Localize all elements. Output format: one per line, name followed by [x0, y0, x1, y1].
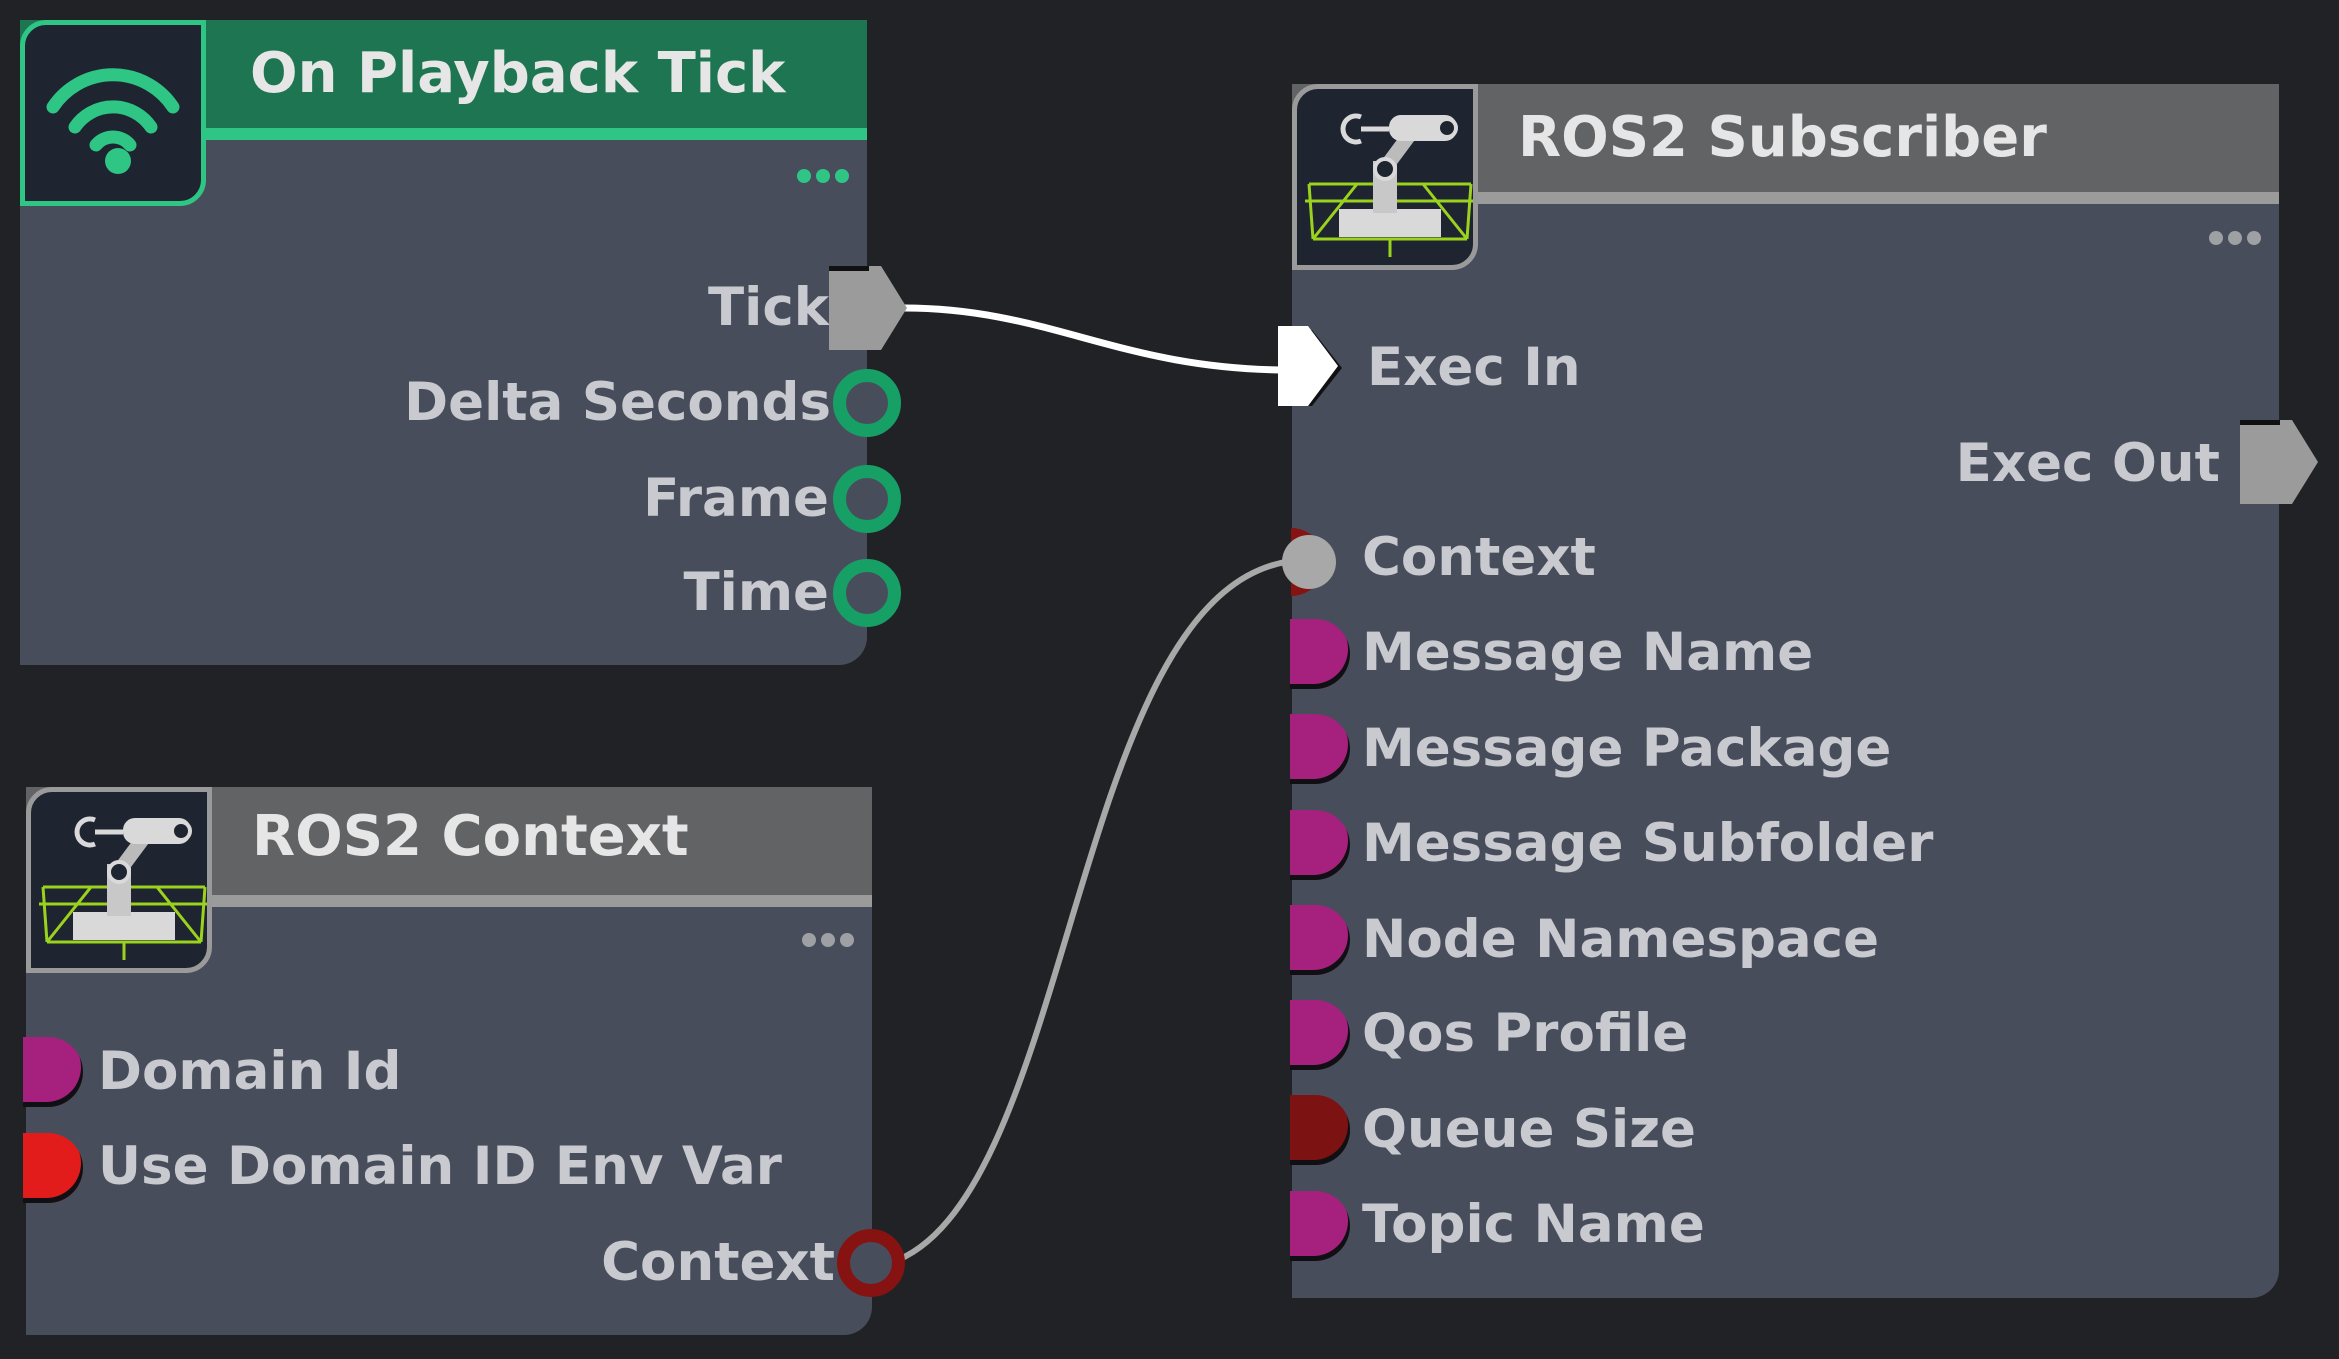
- port-label-queue-size: Queue Size: [1362, 1099, 1696, 1160]
- port-label-message-subfolder: Message Subfolder: [1362, 813, 1934, 874]
- port-label-topic-name: Topic Name: [1362, 1194, 1705, 1255]
- ros2-context-node[interactable]: ROS2 Context Domain Id Use Domain ID Env…: [26, 787, 872, 1335]
- port-label-qos-profile: Qos Profile: [1362, 1003, 1689, 1064]
- context-wire[interactable]: [889, 557, 1309, 1266]
- port-label-node-namespace: Node Namespace: [1362, 909, 1880, 970]
- port-label-message-package: Message Package: [1362, 718, 1892, 779]
- context-output-pin[interactable]: [837, 1229, 905, 1297]
- exec-wire[interactable]: [903, 304, 1291, 374]
- domain-id-input-pin[interactable]: [23, 1037, 83, 1107]
- time-output-pin[interactable]: [833, 559, 901, 627]
- tick-exec-output-pin[interactable]: [829, 266, 907, 350]
- ros-robot-arm-icon: [1292, 84, 1478, 270]
- node-menu-button[interactable]: [797, 169, 849, 183]
- port-label-context: Context: [601, 1232, 835, 1293]
- use-domain-id-env-var-input-pin[interactable]: [23, 1133, 83, 1203]
- port-label-time: Time: [683, 562, 830, 623]
- ros2-subscriber-node[interactable]: ROS2 Subscriber Exec In Exec Out Context…: [1292, 84, 2279, 1298]
- port-label-tick: Tick: [708, 277, 829, 338]
- context-input-pin[interactable]: [1271, 524, 1347, 600]
- node-title: ROS2 Context: [252, 804, 689, 869]
- node-menu-button[interactable]: [802, 933, 854, 947]
- node-title: ROS2 Subscriber: [1518, 105, 2047, 170]
- node-menu-button[interactable]: [2209, 231, 2261, 245]
- node-title: On Playback Tick: [250, 41, 786, 106]
- port-label-exec-out: Exec Out: [1955, 433, 2220, 494]
- exec-in-input-pin[interactable]: [1276, 326, 1346, 410]
- wifi-signal-icon: [20, 20, 206, 206]
- delta-seconds-output-pin[interactable]: [833, 369, 901, 437]
- port-label-delta-seconds: Delta Seconds: [404, 372, 831, 433]
- port-label-message-name: Message Name: [1362, 622, 1814, 683]
- on-playback-tick-node[interactable]: On Playback Tick Tick Delta Seconds Fram…: [20, 20, 867, 665]
- port-label-domain-id: Domain Id: [98, 1041, 402, 1102]
- port-label-frame: Frame: [643, 468, 829, 529]
- ros-robot-arm-icon: [26, 787, 212, 973]
- frame-output-pin[interactable]: [833, 465, 901, 533]
- exec-out-output-pin[interactable]: [2240, 420, 2318, 504]
- port-label-context: Context: [1362, 527, 1596, 588]
- port-label-exec-in: Exec In: [1367, 337, 1581, 398]
- port-label-use-domain-id-env-var: Use Domain ID Env Var: [98, 1136, 782, 1197]
